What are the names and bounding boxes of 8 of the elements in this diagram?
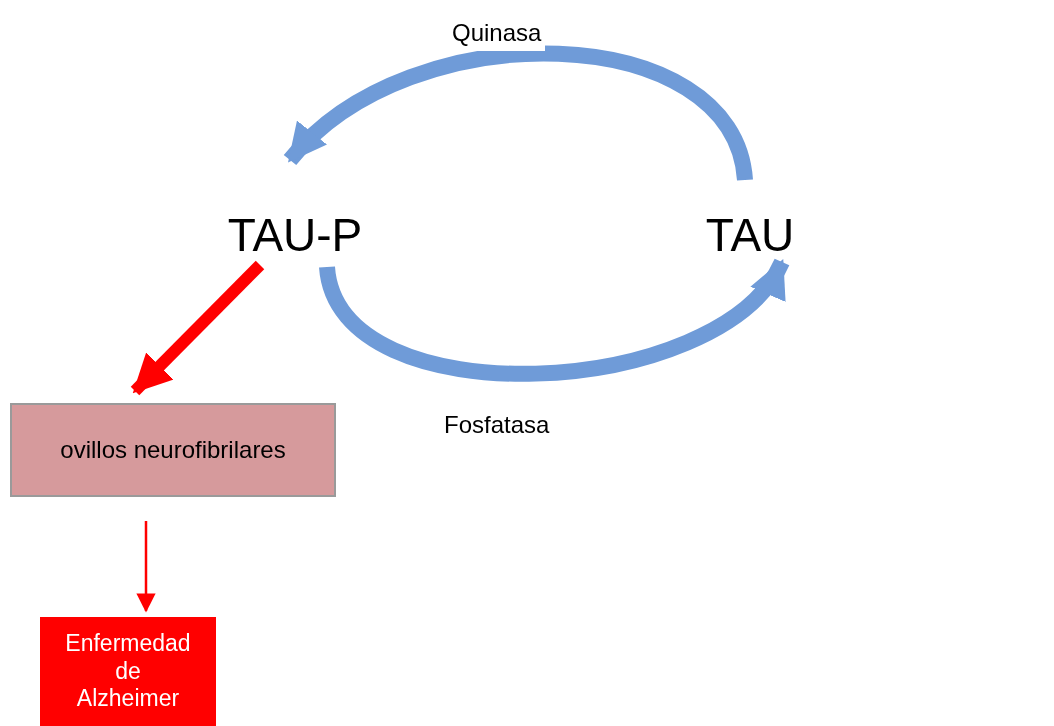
arrow bbox=[319, 257, 789, 382]
process-box: ovillos neurofibrilares bbox=[10, 403, 336, 497]
arrow bbox=[130, 260, 265, 396]
arrow bbox=[136, 521, 156, 613]
node-label: TAU bbox=[690, 205, 810, 265]
outcome-box: Enfermedad de Alzheimer bbox=[40, 617, 216, 726]
node-label: TAU-P bbox=[215, 205, 375, 265]
arrow bbox=[284, 45, 753, 182]
